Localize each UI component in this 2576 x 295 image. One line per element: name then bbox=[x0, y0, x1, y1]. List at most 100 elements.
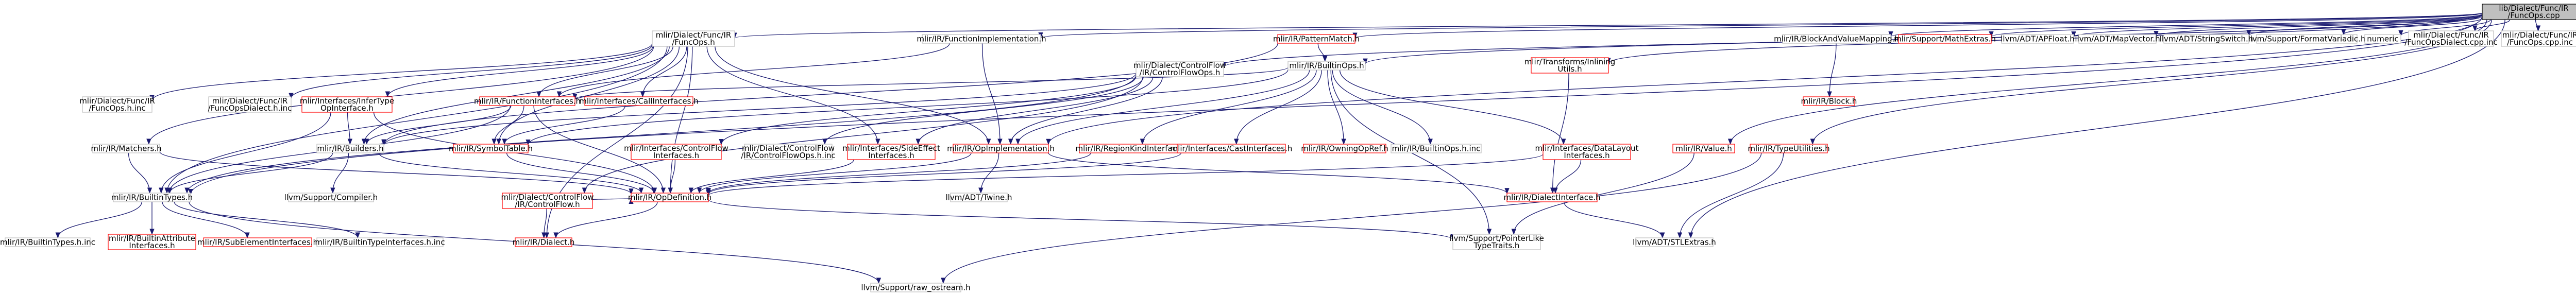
node-box bbox=[2256, 34, 2358, 44]
edge-root-to-formatvariadic bbox=[2341, 18, 2483, 36]
edge-funcinterfaces-to-opdefinition bbox=[533, 105, 666, 194]
node-compiler[interactable]: llvm/Support/Compiler.h bbox=[284, 193, 378, 202]
node-label: /FuncOpsDialect.h.inc bbox=[208, 103, 292, 113]
node-box bbox=[2001, 34, 2074, 44]
edge-funcimpl-to-funcinterfaces bbox=[556, 43, 950, 98]
node-label: mlir/IR/OpImplementation.h bbox=[947, 144, 1055, 153]
edge-builtintypes-to-subelement bbox=[162, 201, 250, 239]
node-apfloat[interactable]: llvm/ADT/APFloat.h bbox=[2001, 34, 2075, 44]
node-matchers[interactable]: mlir/IR/Matchers.h bbox=[91, 144, 162, 153]
node-label: llvm/Support/Compiler.h bbox=[284, 193, 378, 202]
node-box bbox=[1543, 144, 1631, 160]
node-opimpl[interactable]: mlir/IR/OpImplementation.h bbox=[947, 144, 1055, 153]
node-label: /FuncOpsDialect.cpp.inc bbox=[2404, 38, 2497, 47]
node-box bbox=[1506, 193, 1598, 202]
edge-opimpl-to-opdefinition bbox=[697, 152, 972, 194]
node-builders[interactable]: mlir/IR/Builders.h bbox=[316, 144, 384, 153]
node-box bbox=[316, 237, 444, 247]
node-builtintypes[interactable]: mlir/IR/BuiltinTypes.h bbox=[111, 193, 193, 202]
node-funcimpl[interactable]: mlir/IR/FunctionImplementation.h bbox=[917, 34, 1046, 44]
node-funcopsdialect_cpp[interactable]: mlir/Dialect/Func/IR/FuncOpsDialect.cpp.… bbox=[2404, 30, 2497, 47]
node-label: Interfaces.h bbox=[129, 241, 175, 250]
node-box bbox=[2408, 30, 2494, 47]
edge-funcops_h-to-dialect bbox=[544, 46, 688, 239]
node-dialectinterface[interactable]: mlir/IR/DialectInterface.h bbox=[1504, 193, 1601, 202]
node-label: llvm/ADT/StringSwitch.h bbox=[2160, 34, 2253, 44]
edge-ctrlflow-to-opdefinition bbox=[592, 198, 633, 204]
node-box bbox=[92, 144, 160, 153]
node-mapvector[interactable]: llvm/ADT/MapVector.h bbox=[2075, 34, 2160, 44]
edge-datalayout-to-dialectinterface bbox=[1553, 159, 1582, 194]
node-funcops_h_inc[interactable]: mlir/Dialect/Func/IR/FuncOps.h.inc bbox=[79, 96, 155, 113]
node-patternmatch[interactable]: mlir/IR/PatternMatch.h bbox=[1273, 34, 1360, 44]
node-funcinterfaces[interactable]: mlir/IR/FunctionInterfaces.h bbox=[474, 96, 581, 106]
node-subelement[interactable]: mlir/IR/SubElementInterfaces.h bbox=[197, 237, 318, 247]
node-formatvariadic[interactable]: llvm/Support/FormatVariadic.h bbox=[2248, 34, 2366, 44]
node-ctrlflow_ops_h_inc[interactable]: mlir/Dialect/ControlFlow/IR/ControlFlowO… bbox=[741, 144, 836, 160]
node-symboltable[interactable]: mlir/IR/SymbolTable.h bbox=[449, 144, 533, 153]
node-label: mlir/IR/BuiltinTypeInterfaces.h.inc bbox=[315, 238, 445, 247]
node-box bbox=[5, 237, 91, 247]
edge-root-to-patternmatch bbox=[1353, 12, 2483, 39]
node-mathextras[interactable]: mlir/Support/MathExtras.h bbox=[1894, 34, 1996, 44]
edge-builtinops-to-owningopref bbox=[1327, 70, 1346, 145]
node-ctrlflow[interactable]: mlir/Dialect/ControlFlow/IR/ControlFlow.… bbox=[501, 193, 594, 209]
node-castinterfaces[interactable]: mlir/Interfaces/CastInterfaces.h bbox=[1171, 144, 1293, 153]
edge-patternmatch-to-builtinops bbox=[1317, 43, 1328, 62]
node-dialect[interactable]: mlir/IR/Dialect.h bbox=[513, 237, 575, 247]
edge-funcimpl-to-opimpl bbox=[981, 43, 1003, 145]
edge-value-to-pointerlike bbox=[1511, 152, 1694, 235]
node-rawostream[interactable]: llvm/Support/raw_ostream.h bbox=[861, 283, 971, 293]
edge-regionkind-to-opdefinition bbox=[706, 152, 1091, 194]
node-box bbox=[1177, 144, 1286, 153]
node-builtinops[interactable]: mlir/IR/BuiltinOps.h bbox=[1287, 61, 1366, 71]
node-label: /FuncOps.h.inc bbox=[89, 103, 145, 113]
node-funcopsdialect_h[interactable]: mlir/Dialect/Func/IR/FuncOpsDialect.h.in… bbox=[208, 96, 292, 113]
node-label: llvm/Support/FormatVariadic.h bbox=[2248, 34, 2365, 44]
node-builtintypeifaces[interactable]: mlir/IR/BuiltinTypeInterfaces.h.inc bbox=[315, 237, 445, 247]
node-blockandvalue[interactable]: mlir/IR/BlockAndValueMapping.h bbox=[1774, 34, 1900, 44]
edge-opimpl-to-twine bbox=[978, 152, 999, 194]
node-funcops_cpp_inc[interactable]: mlir/Dialect/Func/IR/FuncOps.cpp.inc bbox=[2501, 30, 2576, 47]
edge-root-to-stlextras bbox=[1688, 19, 2505, 239]
node-numeric[interactable]: numeric bbox=[2364, 34, 2401, 44]
node-label: mlir/IR/SymbolTable.h bbox=[449, 144, 533, 153]
graph-edges bbox=[55, 12, 2541, 284]
node-twine[interactable]: llvm/ADT/Twine.h bbox=[945, 193, 1012, 202]
node-label: mlir/IR/RegionKindInterface.h bbox=[1076, 144, 1189, 153]
node-stringswitch[interactable]: llvm/ADT/StringSwitch.h bbox=[2160, 34, 2253, 44]
node-opdefinition[interactable]: mlir/IR/OpDefinition.h bbox=[628, 193, 711, 202]
node-builtinops_inc[interactable]: mlir/IR/BuiltinOps.h.inc bbox=[1391, 144, 1482, 153]
node-label: mlir/Interfaces/CallInterfaces.h bbox=[579, 97, 698, 106]
node-regionkind[interactable]: mlir/IR/RegionKindInterface.h bbox=[1076, 144, 1189, 153]
node-label: mlir/Interfaces/ControlFlow bbox=[624, 144, 728, 153]
edge-root-to-funcimpl bbox=[1039, 12, 2483, 39]
edge-castinterfaces-to-opdefinition bbox=[706, 152, 1182, 195]
node-label: llvm/Support/PointerLike bbox=[1449, 234, 1544, 243]
node-callinterfaces[interactable]: mlir/Interfaces/CallInterfaces.h bbox=[579, 96, 699, 106]
node-ctrlflow_ops_h[interactable]: mlir/Dialect/ControlFlow/IR/ControlFlowO… bbox=[1133, 61, 1226, 77]
node-label: Interfaces.h bbox=[1564, 151, 1609, 160]
node-builtintypes_inc[interactable]: mlir/IR/BuiltinTypes.h.inc bbox=[0, 237, 95, 247]
node-box bbox=[2078, 34, 2157, 44]
node-stlextras[interactable]: llvm/ADT/STLExtras.h bbox=[1633, 237, 1716, 247]
node-label: Utils.h bbox=[1557, 64, 1582, 74]
node-value[interactable]: mlir/IR/Value.h bbox=[1672, 144, 1735, 153]
node-funcops_h[interactable]: mlir/Dialect/Func/IR/FuncOps.h bbox=[652, 30, 735, 47]
node-owningopref[interactable]: mlir/IR/OwningOpRef.h bbox=[1301, 144, 1388, 153]
node-typeutils[interactable]: mlir/IR/TypeUtilities.h bbox=[1748, 144, 1830, 153]
edge-infertype-to-builders bbox=[347, 112, 353, 145]
node-box bbox=[453, 144, 529, 153]
node-block[interactable]: mlir/IR/Block.h bbox=[1801, 96, 1857, 106]
node-label: mlir/IR/DialectInterface.h bbox=[1504, 193, 1601, 202]
node-box bbox=[479, 96, 575, 106]
node-label: mlir/IR/BuiltinTypes.h.inc bbox=[0, 238, 95, 247]
node-label: mlir/Interfaces/DataLayout bbox=[1535, 144, 1639, 153]
